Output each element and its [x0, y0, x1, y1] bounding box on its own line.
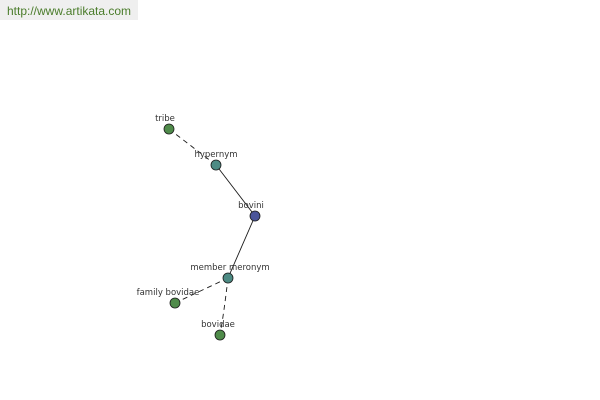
node-dot-tribe[interactable] [163, 123, 175, 135]
url-bar: http://www.artikata.com [0, 0, 138, 20]
edge-member-meronym-to-family-bovidae [174, 277, 229, 304]
node-dot-member-meronym[interactable] [222, 272, 234, 284]
node-label-hypernym: hypernym [194, 150, 237, 160]
node-member-meronym[interactable]: member meronym [190, 263, 270, 284]
node-dot-bovidae[interactable] [214, 329, 226, 341]
node-hypernym[interactable]: hypernym [194, 150, 238, 171]
node-label-bovini: bovini [238, 201, 264, 211]
node-label-tribe: tribe [155, 114, 175, 124]
nodes-layer: tribe hypernym bovini member meronym family … [137, 114, 270, 341]
node-label-family-bovidae: family bovidae [137, 288, 200, 298]
node-dot-family-bovidae[interactable] [169, 297, 181, 309]
node-dot-hypernym[interactable] [210, 159, 222, 171]
node-label-bovidae: bovidae [201, 320, 235, 330]
node-bovini[interactable]: bovini [238, 201, 264, 222]
edge-bovini-to-member-meronym [227, 215, 256, 279]
edges-layer [168, 128, 256, 336]
node-bovidae[interactable]: bovidae [201, 320, 235, 341]
node-dot-bovini[interactable] [249, 210, 261, 222]
edge-member-meronym-to-bovidae [219, 277, 229, 336]
node-family-bovidae[interactable]: family bovidae [137, 288, 200, 309]
node-label-member-meronym: member meronym [190, 263, 269, 273]
site-url-link[interactable]: http://www.artikata.com [7, 4, 132, 18]
node-tribe[interactable]: tribe [155, 114, 175, 135]
edge-tribe-to-hypernym [168, 128, 217, 166]
edge-hypernym-to-bovini [215, 164, 256, 217]
